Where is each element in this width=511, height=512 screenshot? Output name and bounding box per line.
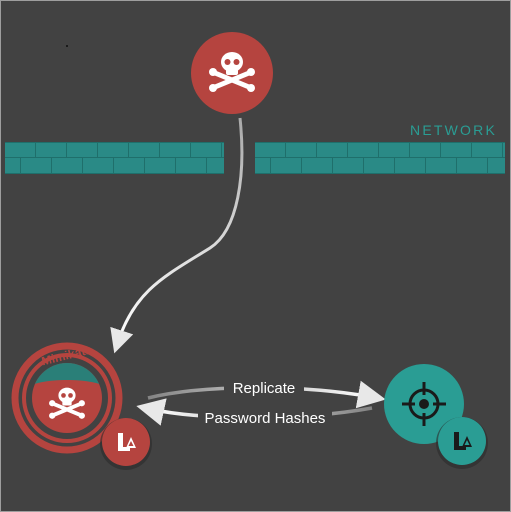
brick <box>222 143 224 157</box>
mimikatz-inner-ring <box>22 353 112 443</box>
brick <box>191 143 221 157</box>
brick <box>36 143 66 157</box>
brick <box>5 158 20 173</box>
brick <box>83 158 113 173</box>
brick <box>488 158 505 173</box>
brick <box>145 158 175 173</box>
attacker-node <box>191 32 273 114</box>
brick <box>207 158 224 173</box>
brick <box>255 143 285 157</box>
domain-controller-icon <box>118 433 136 451</box>
target-domain-controller-icon <box>454 432 472 450</box>
brick <box>379 143 409 157</box>
network-label: NETWORK <box>410 122 497 138</box>
password-hashes-label: Password Hashes <box>205 410 326 427</box>
brick <box>114 158 144 173</box>
mimikatz-skull-icon <box>49 387 85 419</box>
brick <box>286 143 316 157</box>
brick <box>302 158 332 173</box>
brick <box>426 158 456 173</box>
brick <box>5 143 35 157</box>
crosshair-icon <box>402 382 446 426</box>
mimikatz-host: Mimikatz <box>11 342 152 470</box>
brick <box>98 143 128 157</box>
brick <box>395 158 425 173</box>
brick <box>441 143 471 157</box>
brick <box>160 143 190 157</box>
brick <box>348 143 378 157</box>
brick <box>503 143 505 157</box>
target-domain-controller <box>384 364 488 469</box>
firewall-wall-right <box>255 142 505 174</box>
mimikatz-outer-ring <box>11 342 123 454</box>
brick <box>255 158 270 173</box>
password-hashes-label-bg <box>198 407 332 427</box>
replicate-label-bg <box>224 377 304 397</box>
brick <box>129 143 159 157</box>
brick <box>317 143 347 157</box>
brick <box>364 158 394 173</box>
replicate-label: Replicate <box>233 380 296 397</box>
firewall-wall-left <box>5 142 224 174</box>
speck <box>66 45 68 47</box>
brick <box>21 158 51 173</box>
attack-path-arrow <box>110 117 244 354</box>
brick <box>333 158 363 173</box>
skull-crossbones-icon <box>209 52 255 92</box>
brick <box>271 158 301 173</box>
brick <box>472 143 502 157</box>
brick <box>457 158 487 173</box>
target-badge <box>438 417 486 465</box>
brick <box>67 143 97 157</box>
mimikatz-badge <box>102 418 150 466</box>
brick <box>410 143 440 157</box>
brick <box>176 158 206 173</box>
brick <box>52 158 82 173</box>
